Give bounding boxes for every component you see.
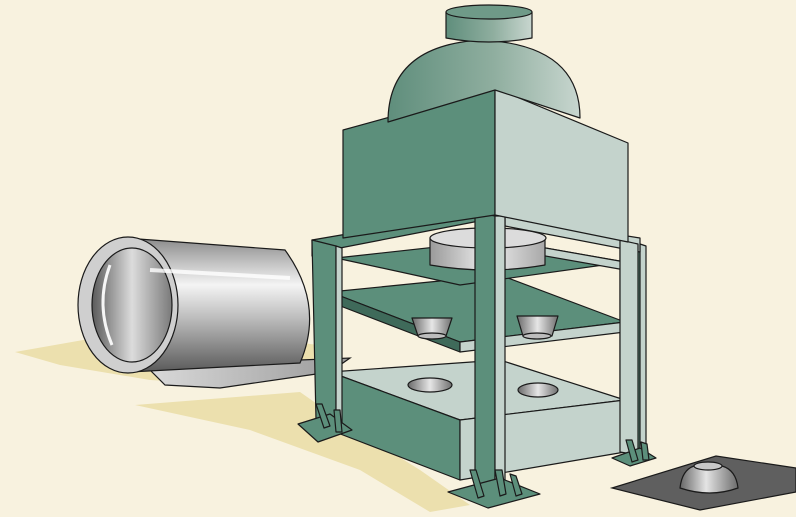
punch-die-right — [516, 315, 559, 337]
foot-bracket-center — [447, 469, 541, 509]
front-leg-left — [311, 239, 337, 429]
part-top — [693, 461, 723, 471]
hood-top — [387, 4, 581, 123]
punch-die-right-tip — [522, 332, 552, 340]
lower-hole-left — [407, 377, 453, 393]
press-machine — [297, 4, 657, 509]
lower-hole-right — [517, 382, 559, 398]
sheet-metal-roll — [77, 236, 353, 389]
foot-bracket-left — [297, 403, 353, 443]
front-leg-right — [619, 239, 639, 456]
punch-die-left-tip — [417, 332, 447, 340]
hood-neck — [445, 11, 533, 43]
roll-inner-highlight — [101, 264, 114, 346]
front-leg-center — [474, 211, 496, 489]
top-box-side — [494, 87, 629, 243]
front-leg-left-side — [335, 245, 343, 431]
roll-body-highlight — [149, 268, 291, 280]
hood-cap — [445, 4, 533, 20]
formed-part — [609, 455, 796, 511]
front-leg-center-side — [494, 215, 506, 489]
foot-bracket-right — [611, 439, 657, 467]
roll-inner-opening — [91, 247, 173, 363]
part-cone — [679, 465, 739, 494]
back-leg-right-side — [639, 243, 647, 456]
